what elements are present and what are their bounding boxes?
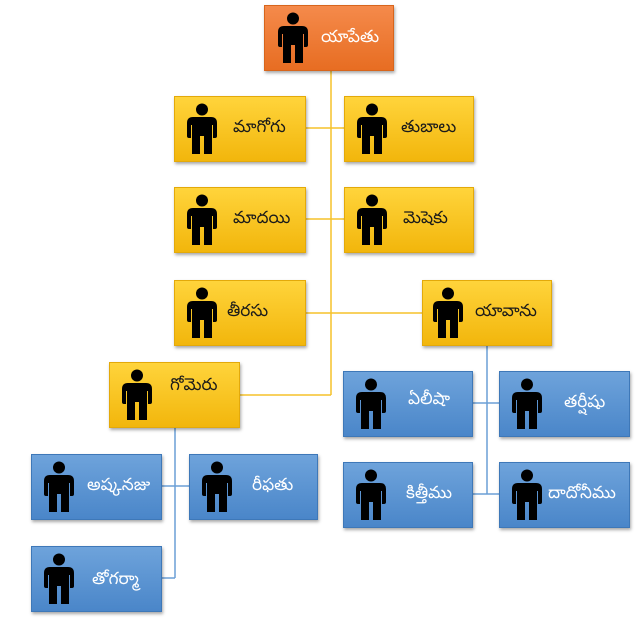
- person-icon: [185, 194, 219, 246]
- node-ashkenaz: అష్కనజు: [31, 454, 162, 520]
- node-label: తర్షీషు: [564, 392, 606, 412]
- node-gomer: గోమెరు: [109, 362, 240, 428]
- person-icon: [276, 12, 310, 64]
- node-label: మాదయి: [233, 208, 291, 228]
- node-label: దాదోనీము: [548, 483, 616, 503]
- node-label: ఏలీషా: [408, 389, 451, 409]
- node-label: రీఫతు: [252, 475, 294, 495]
- node-riphath: రీఫతు: [189, 454, 318, 520]
- person-icon: [431, 287, 465, 339]
- node-label: గోమెరు: [170, 375, 218, 395]
- node-root: యాపేతు: [264, 5, 394, 71]
- node-tarshish: తర్షీషు: [499, 371, 630, 437]
- person-icon: [185, 103, 219, 155]
- node-meshech: మెషెకు: [344, 187, 474, 253]
- node-tiras: తీరసు: [174, 280, 306, 346]
- person-icon: [200, 461, 234, 513]
- person-icon: [185, 287, 219, 339]
- person-icon: [355, 194, 389, 246]
- person-icon: [120, 369, 154, 421]
- node-kittim: కిత్తీము: [343, 462, 473, 528]
- person-icon: [42, 461, 76, 513]
- node-label: యాపేతు: [321, 27, 380, 47]
- person-icon: [355, 103, 389, 155]
- node-togarmah: తోగర్మా: [31, 546, 162, 612]
- node-dodanim: దాదోనీము: [499, 462, 630, 528]
- node-madai: మాదయి: [174, 187, 306, 253]
- node-label: తోగర్మా: [92, 569, 139, 589]
- node-label: తీరసు: [227, 301, 269, 321]
- node-label: అష్కనజు: [87, 475, 151, 495]
- node-magog: మాగోగు: [174, 96, 306, 162]
- person-icon: [510, 469, 544, 521]
- node-label: మాగోగు: [233, 117, 286, 137]
- person-icon: [42, 553, 76, 605]
- person-icon: [510, 378, 544, 430]
- node-label: తుబాలు: [401, 117, 457, 137]
- node-label: కిత్తీము: [406, 483, 453, 503]
- node-label: యావాను: [475, 301, 537, 321]
- node-label: మెషెకు: [403, 208, 448, 228]
- person-icon: [354, 378, 388, 430]
- person-icon: [354, 469, 388, 521]
- node-tubal: తుబాలు: [344, 96, 474, 162]
- node-javan: యావాను: [422, 280, 552, 346]
- node-elishah: ఏలీషా: [343, 371, 473, 437]
